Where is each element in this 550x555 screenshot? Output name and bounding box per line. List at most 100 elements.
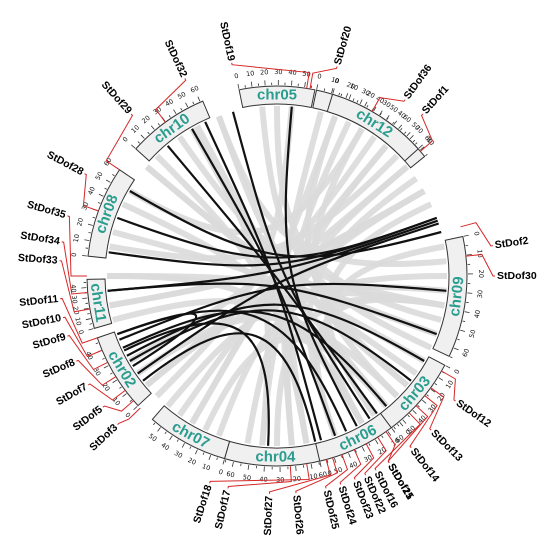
tick-mark [399, 422, 404, 427]
tick-mark [415, 142, 418, 145]
tick-label: 60 [189, 84, 200, 95]
tick-label: 50 [468, 329, 478, 339]
gene-marker-line [465, 253, 495, 277]
background-link [135, 314, 400, 399]
tick-label: 60 [226, 470, 236, 480]
tick-label: 0 [472, 231, 481, 237]
tick-label: 0 [76, 329, 85, 335]
tick-label: 20 [345, 81, 356, 91]
tick-mark [345, 93, 349, 99]
tick-label: 10 [111, 396, 122, 407]
tick-mark [153, 422, 156, 426]
gene-label: StDof10 [21, 312, 62, 331]
tick-mark [237, 83, 240, 89]
tick-mark [176, 439, 179, 442]
tick-mark [192, 101, 195, 105]
tick-label: 30 [381, 98, 392, 109]
gene-label: StDof35 [26, 199, 68, 222]
tick-label: 80 [425, 136, 436, 148]
background-link [311, 127, 400, 399]
tick-label: 20 [100, 381, 111, 392]
tick-mark [373, 106, 377, 112]
tick-label: 40 [348, 460, 359, 471]
gene-stdof26: StDof26 [290, 457, 338, 535]
tick-mark [375, 439, 379, 445]
gene-label: StDof27 [262, 496, 275, 536]
tick-label: 30 [476, 290, 485, 299]
tick-mark [112, 379, 118, 384]
gene-label: StDof33 [18, 252, 59, 267]
tick-mark [194, 449, 198, 455]
gene-marker-line [385, 431, 396, 464]
tick-mark [359, 99, 363, 105]
tick-mark [457, 338, 460, 341]
tick-label: 30 [363, 453, 374, 464]
tick-mark [98, 193, 104, 197]
chromosome-band [315, 407, 400, 462]
tick-label: 40 [160, 441, 171, 452]
gene-marker-line [62, 316, 103, 358]
chromosome-band [86, 278, 113, 329]
tick-mark [387, 431, 392, 436]
background-link [216, 115, 447, 267]
tick-mark [97, 202, 101, 204]
gene-label: StDof36 [401, 62, 434, 101]
tick-label: 60 [423, 134, 434, 146]
tick-label: 40 [374, 94, 385, 105]
tick-mark [87, 223, 93, 226]
tick-label: 20 [75, 217, 85, 227]
tick-label: 40 [86, 185, 97, 196]
tick-mark [341, 455, 343, 459]
tick-mark [379, 112, 382, 116]
tick-mark [355, 449, 357, 453]
tick-label: 40 [259, 475, 268, 484]
tick-mark [338, 92, 341, 96]
tick-label: 60 [401, 113, 412, 124]
gene-marker-line [155, 78, 187, 123]
tick-mark [368, 443, 371, 446]
tick-label: 20 [71, 306, 80, 316]
tick-mark [104, 187, 107, 190]
tick-mark [393, 426, 396, 430]
gene-label: StDof13 [428, 427, 465, 464]
gene-stdof30: StDof30 [465, 253, 537, 282]
tick-label: 30 [173, 449, 184, 460]
chromosome-label: chr05 [257, 87, 297, 104]
gene-marker-line [209, 463, 310, 484]
gene-marker-line [339, 449, 362, 485]
gene-label: StDof1 [420, 83, 452, 116]
gene-label: StDof19 [217, 21, 237, 62]
gene-stdof29: StDof29 [99, 79, 134, 171]
tick-mark [466, 254, 472, 256]
tick-label: 0 [70, 252, 78, 257]
gene-label: StDof2 [494, 235, 529, 252]
gene-marker-line [371, 97, 406, 112]
tick-label: 50 [176, 90, 187, 101]
tick-mark [88, 328, 94, 331]
tick-label: 10 [246, 69, 255, 78]
background-link [259, 106, 433, 351]
tick-mark [202, 452, 205, 455]
tick-label: 0 [121, 135, 130, 143]
tick-mark [189, 446, 192, 449]
gene-marker-line [420, 113, 434, 152]
tick-mark [326, 460, 329, 463]
tick-mark [119, 386, 122, 389]
gene-marker-line [87, 383, 126, 401]
tick-mark [404, 131, 407, 134]
tick-label: 20 [292, 475, 301, 484]
gene-stdof11: StDof11 [19, 293, 98, 344]
tick-mark [208, 454, 212, 460]
tick-mark [164, 431, 167, 434]
tick-mark [348, 452, 351, 458]
tick-label: 40 [416, 414, 428, 426]
tick-mark [88, 232, 91, 234]
tick-mark [197, 96, 201, 102]
tick-mark [381, 435, 384, 439]
chromosome-label: chr04 [255, 448, 296, 465]
tick-label: 0 [317, 72, 323, 81]
tick-mark [84, 239, 90, 242]
tick-mark [407, 414, 410, 418]
tick-label: 50 [147, 432, 158, 443]
